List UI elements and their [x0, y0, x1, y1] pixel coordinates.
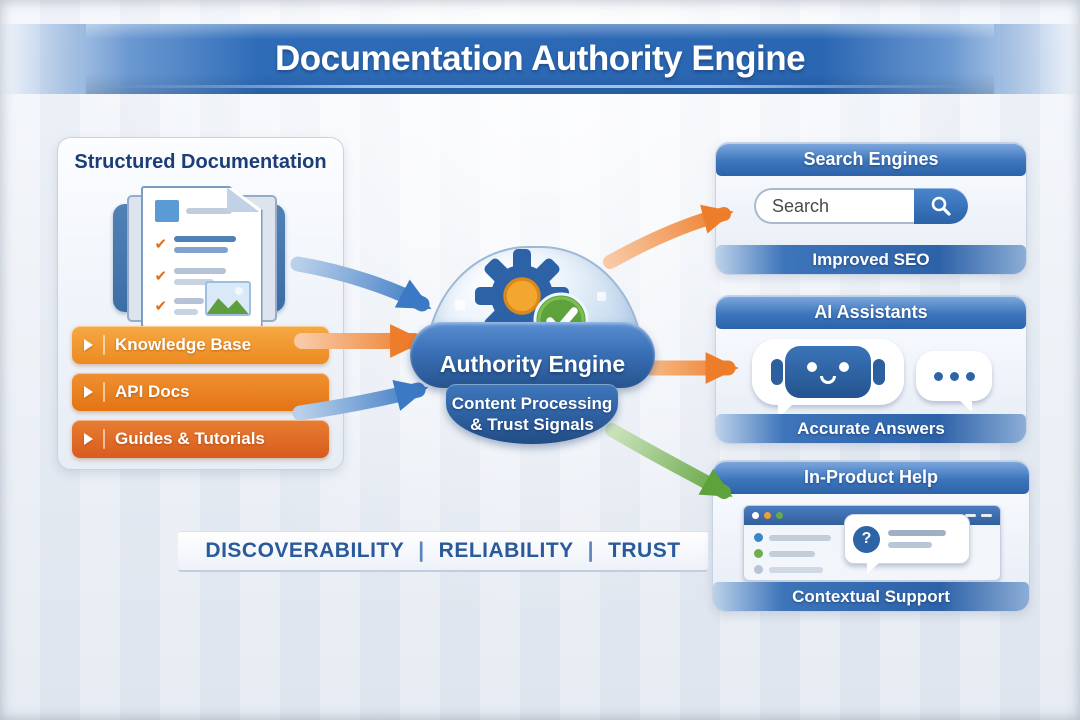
check-icon: ✔	[154, 297, 168, 315]
window-dot	[764, 512, 771, 519]
window-control	[965, 514, 976, 517]
guides-tutorials-label: Guides & Tutorials	[115, 429, 265, 448]
title-banner: Documentation Authority Engine	[0, 24, 1080, 94]
value-separator: |	[587, 539, 595, 562]
engine-subtitle-line1: Content Processing	[451, 394, 613, 413]
ai-assistants-caption: Accurate Answers	[716, 414, 1026, 443]
api-docs-button[interactable]: API Docs	[72, 373, 329, 411]
robot-smile	[820, 376, 836, 384]
chip-divider	[103, 382, 105, 402]
dome-pixel	[597, 292, 606, 301]
knowledge-base-button[interactable]: Knowledge Base	[72, 326, 329, 364]
doc-line	[174, 309, 199, 315]
search-engines-caption: Improved SEO	[716, 245, 1026, 274]
value-discoverability: DISCOVERABILITY	[205, 539, 405, 562]
chat-dot	[949, 371, 959, 381]
chip-divider	[103, 429, 105, 449]
thumb-sun	[234, 287, 243, 295]
thumb-mountains	[206, 298, 249, 314]
list-dot	[754, 549, 763, 558]
doc-line	[174, 298, 205, 304]
in-product-help-panel: In-Product Help	[712, 460, 1030, 612]
guides-tutorials-button[interactable]: Guides & Tutorials	[72, 420, 329, 458]
doc-type-buttons: Knowledge Base API Docs Guides & Tutoria…	[72, 326, 329, 458]
engine-subtitle-line2: & Trust Signals	[470, 415, 594, 434]
search-button[interactable]	[914, 188, 968, 224]
doc-line	[174, 236, 237, 242]
search-engines-panel: Search Engines Improved SEO	[715, 142, 1027, 275]
check-icon: ✔	[154, 267, 168, 285]
doc-line	[174, 279, 215, 285]
api-docs-label: API Docs	[115, 382, 190, 401]
play-icon	[84, 433, 93, 445]
robot-chat-icon	[752, 339, 904, 418]
tooltip-line	[888, 530, 946, 536]
robot-eye	[839, 362, 849, 372]
doc-line	[174, 268, 227, 274]
chat-dot	[965, 371, 975, 381]
list-bar	[769, 566, 823, 573]
engine-title: Authority Engine	[439, 351, 626, 377]
value-banner: DISCOVERABILITY | RELIABILITY | TRUST	[178, 531, 708, 572]
robot-eye	[807, 362, 817, 372]
chat-dots-icon	[916, 351, 992, 412]
list-bar	[769, 534, 831, 541]
list-dot	[754, 565, 763, 574]
search-engines-header: Search Engines	[716, 143, 1026, 176]
list-dot	[754, 533, 763, 542]
doc-avatar-block	[154, 200, 179, 222]
search-box	[754, 188, 968, 224]
knowledge-base-label: Knowledge Base	[115, 335, 252, 354]
chat-dot	[933, 371, 943, 381]
app-window-tooltip-icon: ?	[743, 505, 1001, 581]
doc-line	[174, 247, 229, 253]
check-icon: ✔	[154, 235, 168, 253]
question-icon: ?	[853, 525, 880, 553]
source-panel-title: Structured Documentation	[74, 151, 327, 173]
banner-underline	[108, 85, 972, 88]
magnifier-icon	[931, 196, 951, 216]
chip-divider	[103, 335, 105, 355]
robot-face-icon	[771, 346, 885, 398]
window-control	[981, 514, 992, 517]
play-icon	[84, 339, 93, 351]
page-title: Documentation Authority Engine	[274, 39, 806, 78]
ai-assistants-header: AI Assistants	[716, 296, 1026, 329]
structured-documentation-panel: Structured Documentation ✔ ✔	[57, 137, 344, 470]
dome-pixel	[455, 300, 465, 310]
in-product-help-header: In-Product Help	[713, 461, 1029, 494]
image-thumbnail-icon	[204, 281, 251, 316]
value-separator: |	[418, 539, 425, 562]
window-dot	[776, 512, 783, 519]
play-icon	[84, 386, 93, 398]
window-dot	[752, 512, 759, 519]
document-stack-icon: ✔ ✔ ✔	[111, 186, 291, 328]
value-trust: TRUST	[608, 539, 681, 562]
banner-sheen	[86, 24, 994, 94]
ai-assistants-panel: AI Assistants Accurate Answers	[715, 295, 1027, 444]
value-reliability: RELIABILITY	[438, 539, 574, 562]
engine-title-band: Authority Engine	[410, 322, 655, 388]
banner-gradient	[0, 24, 1080, 94]
in-product-help-caption: Contextual Support	[713, 582, 1029, 611]
robot-ear	[771, 359, 783, 385]
authority-engine: Authority Engine Content Processing & Tr…	[410, 246, 655, 446]
engine-pedestal: Content Processing & Trust Signals	[446, 384, 618, 444]
help-tooltip: ?	[844, 514, 970, 574]
tooltip-line	[888, 542, 932, 548]
doc-title-bar	[185, 208, 232, 214]
search-input[interactable]	[754, 188, 914, 224]
list-bar	[769, 550, 815, 557]
robot-ear	[873, 359, 885, 385]
